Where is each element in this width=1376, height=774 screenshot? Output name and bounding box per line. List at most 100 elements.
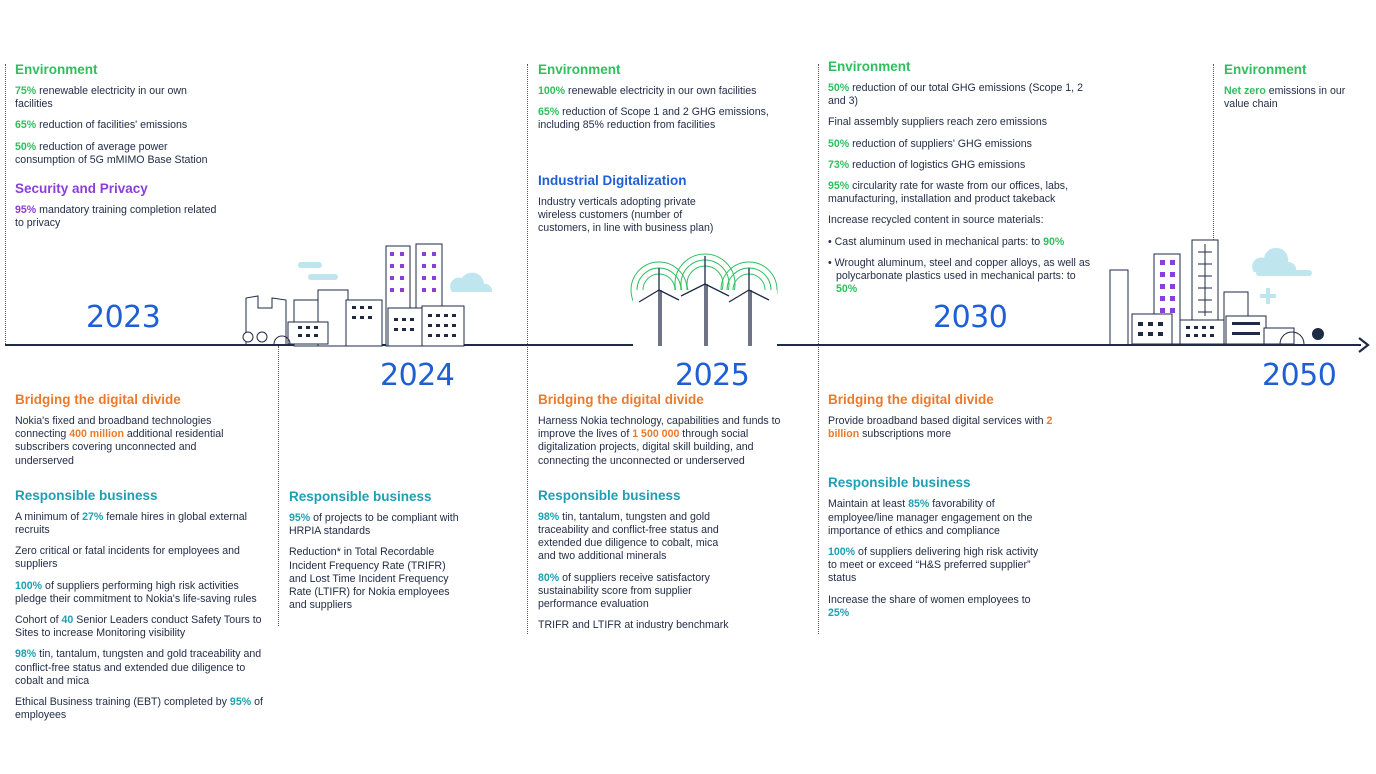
item-text: of projects to be compliant with HRPIA s… <box>289 512 459 538</box>
list-item: Net zero emissions in our value chain <box>1224 85 1364 111</box>
item-text: through social digitalization projects, … <box>538 428 754 467</box>
section-2024-bottom: Responsible business 95% of projects to … <box>289 489 464 620</box>
item-text: Increase recycled content in source mate… <box>828 214 1044 227</box>
list-item: 80% of suppliers receive satisfactory su… <box>538 572 738 612</box>
year-2023: 2023 <box>86 300 161 335</box>
wind-turbines-illustration <box>630 253 778 346</box>
environment-heading: Environment <box>828 59 911 74</box>
separator-2025 <box>527 64 528 634</box>
highlight-value: 40 <box>61 614 74 627</box>
item-text: Final assembly suppliers reach zero emis… <box>828 116 1048 129</box>
item-text: mandatory training completion related to… <box>15 204 217 230</box>
security-privacy-heading: Security and Privacy <box>15 181 148 197</box>
responsible-list: A minimum of 27% female hires in global … <box>15 511 273 723</box>
city-illustration <box>242 243 493 347</box>
industrial-list: Industry verticals adopting private wire… <box>538 196 723 236</box>
highlight-value: 75% <box>15 85 37 97</box>
highlight-value: 98% <box>15 648 37 661</box>
item-text: of employees <box>15 696 263 722</box>
bridging-list: Provide broadband based digital services… <box>828 415 1063 441</box>
highlight-value: 100% <box>15 579 43 592</box>
environment-heading: Environment <box>1224 62 1307 77</box>
highlight-value: 1 500 000 <box>632 428 680 441</box>
item-text: A minimum of <box>15 510 83 523</box>
future-city-illustration <box>1109 239 1324 345</box>
highlight-value: 25% <box>828 606 850 619</box>
item-text: reduction of Scope 1 and 2 GHG emissions… <box>538 106 769 132</box>
item-text: Zero critical or fatal incidents for emp… <box>15 545 240 571</box>
highlight-value: 65% <box>15 119 37 132</box>
list-item: Harness Nokia technology, capabilities a… <box>538 415 783 468</box>
environment-list: 100% renewable electricity in our own fa… <box>538 85 788 133</box>
list-item: Cohort of 40 Senior Leaders conduct Safe… <box>15 614 273 640</box>
section-2030-top: Environment 50% reduction of our total G… <box>828 59 1093 304</box>
responsible-list: 98% tin, tantalum, tungsten and gold tra… <box>538 511 738 633</box>
item-text: Cohort of <box>15 614 62 627</box>
section-2025-bottom: Bridging the digital divide Harness Noki… <box>538 392 783 640</box>
item-text: Reduction* in Total Recordable Incident … <box>289 546 450 612</box>
separator-2024 <box>278 346 279 626</box>
list-item: 98% tin, tantalum, tungsten and gold tra… <box>538 511 738 564</box>
item-text: • Wrought aluminum, steel and copper all… <box>828 256 1091 283</box>
item-text: additional residential subscribers cover… <box>15 428 224 467</box>
responsible-heading: Responsible business <box>15 487 158 503</box>
list-item: 50% reduction of suppliers' GHG emission… <box>828 138 1093 151</box>
highlight-value: 50% <box>15 140 37 153</box>
item-text: renewable electricity in our own facilit… <box>565 85 757 97</box>
item-text: reduction of logistics GHG emissions <box>849 158 1026 171</box>
responsible-heading: Responsible business <box>289 489 432 504</box>
highlight-value: 400 million <box>69 428 124 441</box>
list-item: Industry verticals adopting private wire… <box>538 196 723 236</box>
item-text: TRIFR and LTIFR at industry benchmark <box>538 619 729 632</box>
separator-2030 <box>818 64 819 634</box>
highlight-value: 50% <box>828 137 850 150</box>
item-text: of suppliers receive satisfactory sustai… <box>538 571 710 611</box>
year-2030: 2030 <box>933 300 1008 335</box>
item-text: reduction of our total GHG emissions (Sc… <box>828 82 1083 108</box>
item-text: Harness Nokia technology, capabilities a… <box>538 415 781 441</box>
highlight-value: 73% <box>828 158 850 171</box>
responsible-list: Maintain at least 85% favorability of em… <box>828 498 1048 620</box>
highlight-value: 95% <box>289 512 311 524</box>
responsible-heading: Responsible business <box>828 475 971 491</box>
item-text: circularity rate for waste from our offi… <box>828 180 1069 206</box>
list-item: 95% mandatory training completion relate… <box>15 204 220 230</box>
highlight-value: 85% <box>908 498 930 511</box>
item-text: reduction of average power consumption o… <box>15 140 208 166</box>
list-item: TRIFR and LTIFR at industry benchmark <box>538 619 738 632</box>
year-2050: 2050 <box>1262 358 1337 393</box>
bridging-heading: Bridging the digital divide <box>538 392 704 407</box>
section-2030-bottom: Bridging the digital divide Provide broa… <box>828 392 1063 628</box>
bridging-list: Harness Nokia technology, capabilities a… <box>538 415 783 468</box>
item-text: reduction of facilities' emissions <box>36 119 188 132</box>
item-text: subscriptions more <box>859 428 952 441</box>
environment-heading: Environment <box>15 62 98 77</box>
item-text: tin, tantalum, tungsten and gold traceab… <box>15 648 262 687</box>
highlight-value: 50% <box>828 82 850 94</box>
item-text: reduction of suppliers' GHG emissions <box>849 137 1032 150</box>
list-item: • Cast aluminum used in mechanical parts… <box>828 236 1093 249</box>
highlight-value: 95% <box>828 180 850 193</box>
section-2050-top: Environment Net zero emissions in our va… <box>1224 62 1364 119</box>
list-item: 50% reduction of our total GHG emissions… <box>828 82 1093 108</box>
highlight-value: 100% <box>538 85 566 97</box>
list-item: 100% renewable electricity in our own fa… <box>538 85 788 98</box>
list-item: 65% reduction of facilities' emissions <box>15 119 220 132</box>
list-item: 65% reduction of Scope 1 and 2 GHG emiss… <box>538 106 788 132</box>
list-item: Provide broadband based digital services… <box>828 415 1063 441</box>
highlight-value: 95% <box>15 204 37 217</box>
highlight-value: 90% <box>1043 235 1065 248</box>
list-item: Zero critical or fatal incidents for emp… <box>15 545 273 571</box>
highlight-value: 100% <box>828 546 856 559</box>
item-text: Provide broadband based digital services… <box>828 415 1047 427</box>
item-text: Nokia's fixed and broadband technologies… <box>15 415 212 441</box>
bridging-heading: Bridging the digital divide <box>828 392 994 407</box>
responsible-list: 95% of projects to be compliant with HRP… <box>289 512 464 612</box>
year-2024: 2024 <box>380 358 455 393</box>
item-text: Maintain at least <box>828 498 909 511</box>
item-text: of suppliers performing high risk activi… <box>15 579 257 605</box>
industrial-digitalization-heading: Industrial Digitalization <box>538 172 687 188</box>
list-item: Ethical Business training (EBT) complete… <box>15 696 273 722</box>
highlight-value: 95% <box>229 696 252 709</box>
item-text: of suppliers delivering high risk activi… <box>828 546 1039 585</box>
